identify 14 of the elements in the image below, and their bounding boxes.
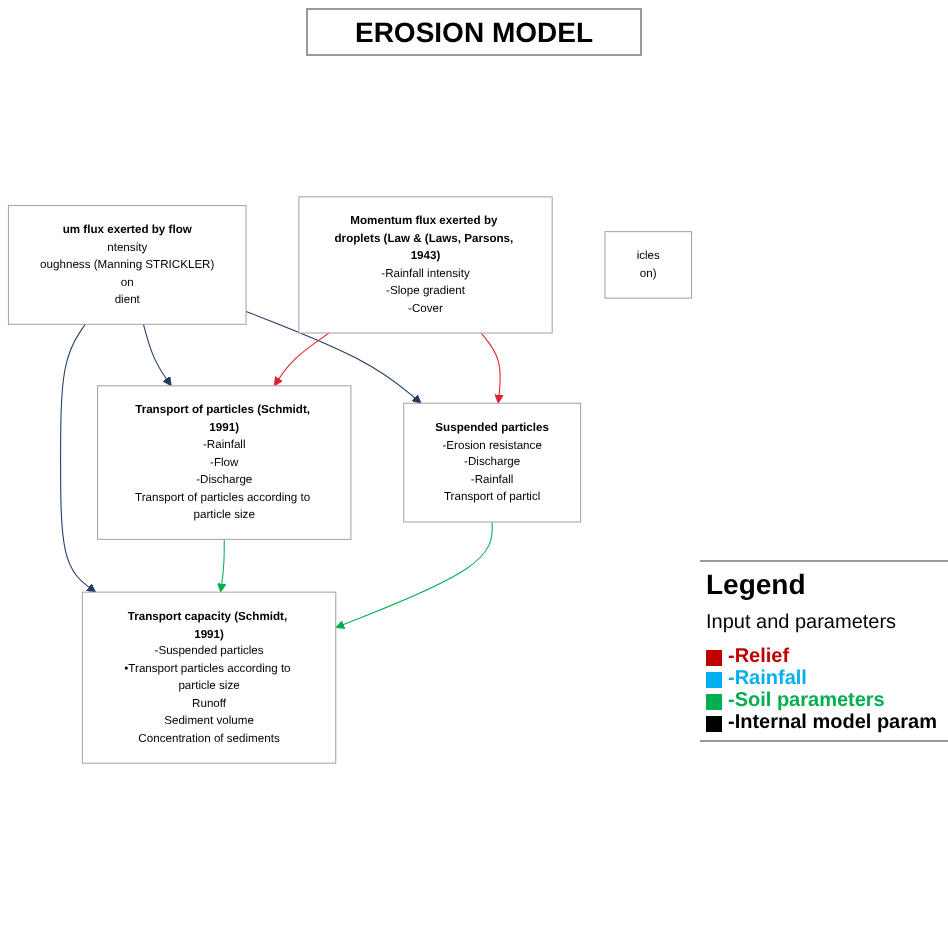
arrow: [273, 332, 330, 387]
arrow: [480, 332, 504, 404]
legend-text: -Soil parameters: [728, 690, 885, 712]
legend-note: Input and parameters: [706, 612, 899, 634]
legend-text: -Relief: [728, 646, 790, 668]
diagram-title: EROSION MODEL: [306, 8, 642, 56]
arrow: [142, 323, 172, 387]
legend-title: Legend: [706, 568, 808, 600]
arrow: [245, 310, 422, 404]
arrow: [60, 323, 97, 593]
legend-text: -Rainfall: [728, 668, 807, 690]
arrow: [217, 538, 227, 593]
legend-text: -Internal model param: [728, 712, 937, 734]
arrow: [335, 521, 493, 629]
